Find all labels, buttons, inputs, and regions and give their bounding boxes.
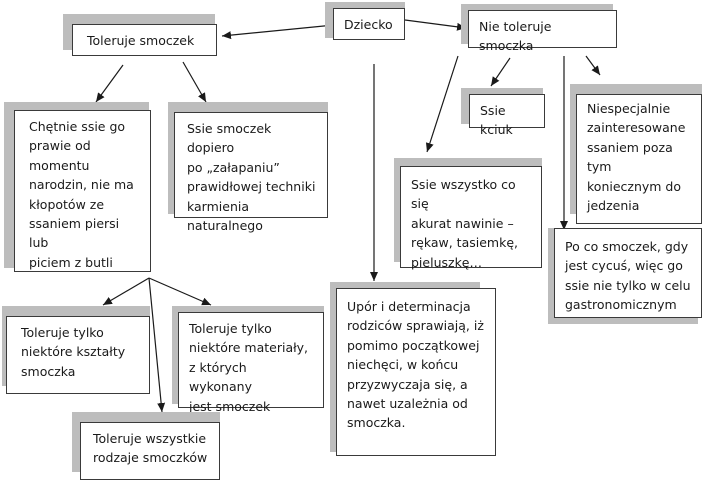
node-why-pacifier-label: Po co smoczek, gdy jest cycuś, więc go s… [554, 228, 702, 318]
arrow-tolerates-to-eager [95, 64, 124, 103]
node-all-types-label: Toleruje wszystkie rodzaje smoczków [80, 422, 220, 480]
node-some-materials-label: Toleruje tylko niektóre materiały, z któ… [178, 312, 324, 414]
node-sucks-everything-label: Ssie wszystko co się akurat nawinie – rę… [400, 166, 542, 270]
arrow-root-to-tolerates [221, 24, 335, 40]
arrow-root-to-not-tolerates [404, 19, 467, 31]
arrow-eager-to-shapes [102, 277, 150, 306]
node-eager-label: Chętnie ssie go prawie od momentu narodz… [14, 110, 151, 272]
node-persistence-label: Upór i determinacja rodziców sprawiają, … [336, 288, 496, 456]
node-root-label: Dziecko [333, 8, 405, 40]
node-not-interested-label: Niespecjalnie zainteresowane ssaniem poz… [576, 94, 702, 224]
arrow-tolerates-to-technique [182, 61, 207, 103]
node-after-technique-label: Ssie smoczek dopiero po „załapaniu” praw… [174, 112, 328, 233]
node-thumb-label: Ssie kciuk [469, 94, 545, 137]
node-some-shapes-label: Toleruje tylko niektóre kształty smoczka [6, 316, 150, 394]
node-not-tolerates-label: Nie toleruje smoczka [468, 10, 617, 53]
arrow-not-tolerates-to-everything [425, 55, 459, 153]
arrow-not-tolerates-to-interested [585, 55, 601, 76]
arrow-eager-to-all [148, 277, 166, 413]
arrow-eager-to-materials [148, 277, 212, 306]
arrow-not-tolerates-to-thumb [490, 57, 511, 87]
node-tolerates-label: Toleruje smoczek [72, 24, 217, 56]
